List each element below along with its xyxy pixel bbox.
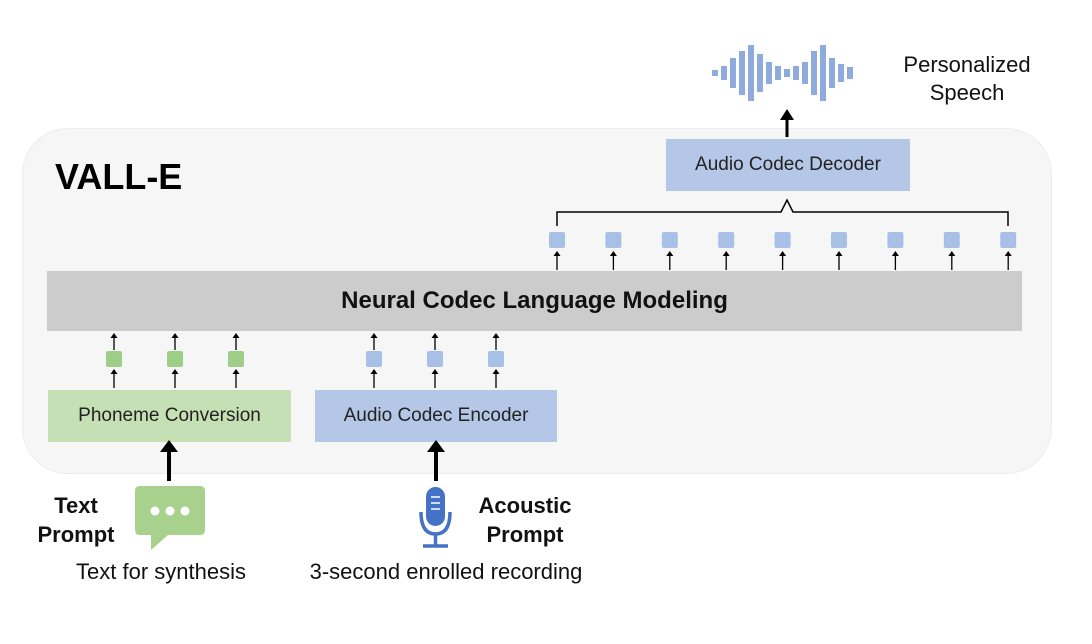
diagram-title: VALL-E (55, 156, 183, 197)
decoder-token-input-arrow-head (553, 251, 561, 256)
decoder-tokens (549, 232, 1017, 270)
phoneme-token-output-arrow-head (171, 333, 179, 338)
encoder-token-input-arrow-head (492, 369, 500, 374)
decoder-token (943, 232, 960, 248)
waveform-bar (838, 64, 844, 82)
encoder-tokens (366, 333, 504, 388)
encoder-token-output-arrow-head (431, 333, 439, 338)
waveform-bar (721, 66, 727, 80)
decoder-token-input-arrow-head (835, 251, 843, 256)
text-caption: Text for synthesis (76, 559, 246, 584)
phoneme-token-input-arrow-head (171, 369, 179, 374)
decoder-token-input-arrow-head (722, 251, 730, 256)
language-model-block: Neural Codec Language Modeling (47, 271, 1022, 331)
acoustic-prompt-label: Acoustic Prompt (470, 491, 580, 549)
encoder-token-input-arrow-head (370, 369, 378, 374)
waveform-bar (784, 69, 790, 77)
encoder-token (427, 351, 443, 367)
decoder-token-input-arrow-head (666, 251, 674, 256)
waveform-bar (730, 58, 736, 88)
acoustic-prompt-line-2: Prompt (486, 522, 564, 547)
waveform-bar (847, 67, 853, 79)
encoder-token-output-arrow-head (492, 333, 500, 338)
waveform-bar (712, 70, 718, 76)
phoneme-token (228, 351, 244, 367)
waveform-bar (766, 62, 772, 84)
decoder-token (774, 232, 791, 248)
decoder-token (718, 232, 735, 248)
decoder-token (831, 232, 847, 248)
audio-codec-encoder-block: Audio Codec Encoder (315, 390, 557, 442)
decoder-brace (556, 198, 1009, 226)
decoder-token (661, 232, 678, 248)
waveform-bar (802, 62, 808, 84)
phoneme-token (167, 351, 183, 367)
acoustic-input-arrowhead (427, 440, 445, 452)
decoder-token-input-arrow-head (891, 251, 899, 256)
text-input-arrowhead (160, 440, 178, 452)
waveform-bar (829, 58, 835, 88)
waveform-bar (739, 51, 745, 95)
acoustic-prompt-line-1: Acoustic (478, 493, 572, 518)
waveform-bar (820, 45, 826, 101)
phoneme-token-input-arrow-head (232, 369, 240, 374)
output-label-line-2: Speech (929, 80, 1005, 105)
decoder-token-input-arrow-head (779, 251, 787, 256)
encoder-token-input-arrow-head (431, 369, 439, 374)
encoder-token (366, 351, 382, 367)
phoneme-tokens (106, 333, 244, 388)
decoder-token (887, 232, 904, 248)
waveform-bar (811, 51, 817, 95)
output-label-line-1: Personalized (903, 52, 1031, 77)
waveform-bar (793, 66, 799, 80)
encoder-token (488, 351, 504, 367)
text-prompt-label: Text Prompt (30, 491, 122, 549)
decoder-token-input-arrow-head (609, 251, 617, 256)
phoneme-token-output-arrow-head (110, 333, 118, 338)
text-prompt-line-2: Prompt (37, 522, 115, 547)
acoustic-caption: 3-second enrolled recording (309, 559, 583, 584)
decoder-token (1000, 232, 1017, 248)
encoder-token-output-arrow-head (370, 333, 378, 338)
decoder-token-input-arrow-head (948, 251, 956, 256)
decoder-token (549, 232, 565, 248)
microphone-icon (419, 487, 452, 548)
phoneme-token-input-arrow-head (110, 369, 118, 374)
waveform-bar (748, 45, 754, 101)
waveform-icon (712, 45, 853, 101)
decoder-token-input-arrow-head (1004, 251, 1012, 256)
phoneme-conversion-block: Phoneme Conversion (48, 390, 291, 442)
waveform-bar (757, 54, 763, 92)
decoder-token (605, 232, 622, 248)
audio-codec-decoder-block: Audio Codec Decoder (666, 139, 910, 191)
phoneme-token (106, 351, 122, 367)
waveform-bar (775, 66, 781, 80)
chat-bubble-icon (135, 486, 205, 550)
output-arrowhead (780, 109, 794, 120)
output-label: Personalized Speech (896, 51, 1038, 107)
text-prompt-line-1: Text (54, 493, 98, 518)
phoneme-token-output-arrow-head (232, 333, 240, 338)
